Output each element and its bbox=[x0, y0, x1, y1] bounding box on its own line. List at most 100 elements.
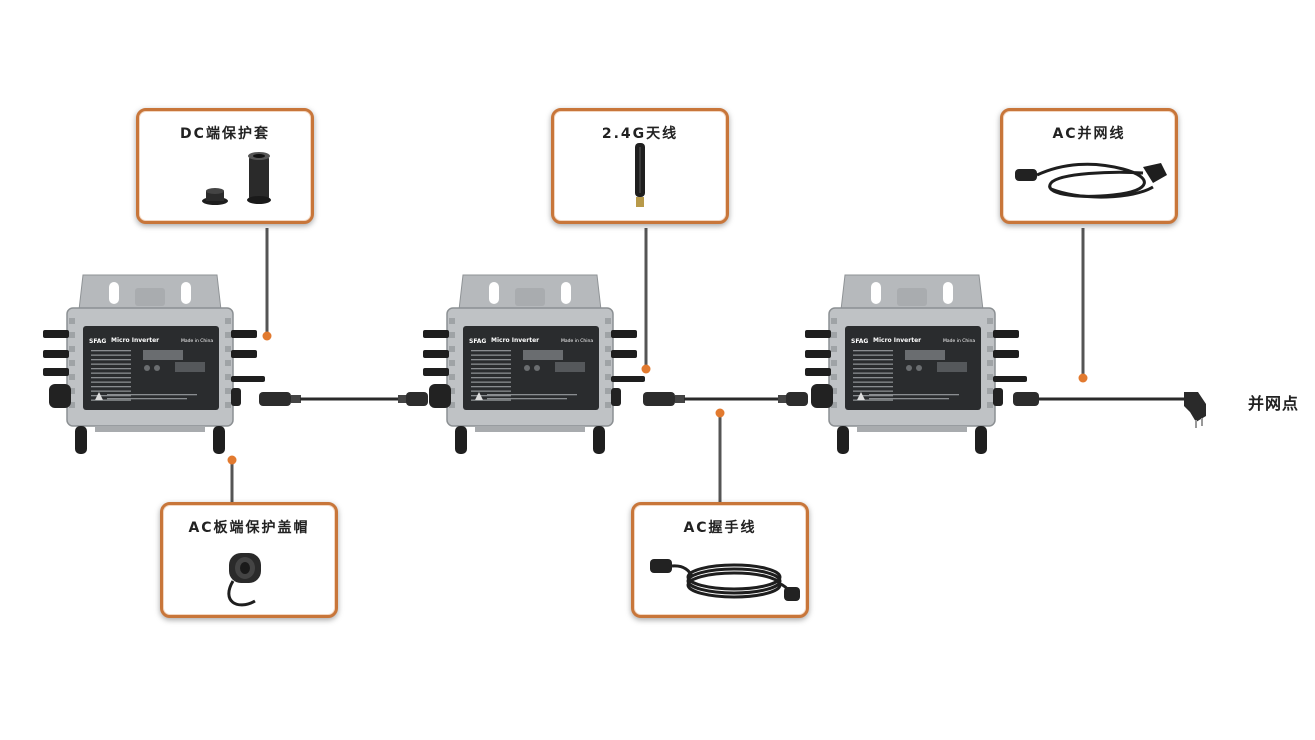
dc-connector bbox=[43, 330, 69, 338]
mounting-foot bbox=[593, 426, 605, 454]
heat-fin bbox=[225, 318, 231, 324]
heat-fin bbox=[449, 360, 455, 366]
spec-line bbox=[91, 377, 131, 379]
spec-line bbox=[853, 399, 893, 401]
spec-line bbox=[91, 372, 131, 374]
heat-fin bbox=[831, 374, 837, 380]
spec-line bbox=[853, 363, 893, 365]
spec-line bbox=[91, 395, 131, 397]
marker-dot-ac-cap bbox=[227, 455, 237, 465]
dc-connector bbox=[423, 350, 449, 358]
dc-connector bbox=[805, 330, 831, 338]
heat-fin bbox=[831, 318, 837, 324]
marker-dot-ac-grid-cable bbox=[1078, 373, 1088, 383]
spec-line bbox=[471, 390, 511, 392]
spec-line bbox=[487, 394, 577, 396]
cert-marks bbox=[523, 350, 563, 360]
heat-fin bbox=[987, 360, 993, 366]
brand-text: SFAG bbox=[851, 338, 868, 345]
dc-connector bbox=[805, 368, 831, 376]
ac-port-left bbox=[429, 384, 451, 408]
spec-line bbox=[471, 395, 511, 397]
spec-line bbox=[91, 399, 131, 401]
ac-port-right bbox=[231, 388, 241, 406]
warning-triangle-icon bbox=[475, 392, 483, 400]
ac-grid-cable-run bbox=[1013, 392, 1206, 428]
heat-fin bbox=[225, 360, 231, 366]
nameplate bbox=[83, 326, 219, 410]
spec-line bbox=[91, 386, 131, 388]
spec-line bbox=[107, 394, 197, 396]
base-rail bbox=[475, 426, 585, 432]
spec-line bbox=[869, 394, 959, 396]
heat-fin bbox=[987, 388, 993, 394]
dc-connector bbox=[611, 350, 637, 358]
heat-fin bbox=[605, 402, 611, 408]
base-rail bbox=[857, 426, 967, 432]
spec-line bbox=[471, 386, 511, 388]
bracket-tab bbox=[515, 288, 545, 306]
heat-fin bbox=[449, 332, 455, 338]
warning-triangle-icon bbox=[857, 392, 865, 400]
bracket-tab bbox=[135, 288, 165, 306]
nameplate bbox=[463, 326, 599, 410]
cert-circle bbox=[154, 365, 160, 371]
callout-label-ac-handshake: AC握手线 bbox=[683, 520, 757, 536]
dc-connector bbox=[423, 330, 449, 338]
dc-connector bbox=[993, 350, 1019, 358]
mounting-foot bbox=[213, 426, 225, 454]
spec-line bbox=[853, 354, 893, 356]
antenna-icon bbox=[635, 143, 645, 207]
ac-port-left bbox=[49, 384, 71, 408]
cert-circle bbox=[524, 365, 530, 371]
heat-fin bbox=[225, 402, 231, 408]
model-text: Micro Inverter bbox=[873, 337, 921, 344]
heat-fin bbox=[605, 318, 611, 324]
spec-line bbox=[107, 398, 187, 400]
base-rail bbox=[95, 426, 205, 432]
marker-dot-ac-handshake bbox=[715, 408, 725, 418]
heat-fin bbox=[605, 346, 611, 352]
ac-handshake-cable-icon bbox=[650, 559, 800, 601]
ac-port-left bbox=[811, 384, 833, 408]
callout-ac-cap: AC板端保护盖帽 bbox=[160, 502, 338, 618]
spec-line bbox=[471, 399, 511, 401]
callout-label-antenna: 2.4G天线 bbox=[601, 126, 679, 142]
heat-fin bbox=[69, 332, 75, 338]
warning-block bbox=[175, 362, 205, 372]
warning-triangle-icon bbox=[95, 392, 103, 400]
spec-line bbox=[471, 372, 511, 374]
dc-connector bbox=[993, 330, 1019, 338]
dc-connector bbox=[231, 350, 257, 358]
bracket-slot bbox=[109, 282, 119, 304]
callout-label-dc-protect: DC端保护套 bbox=[180, 126, 270, 142]
heat-fin bbox=[69, 318, 75, 324]
dc-connector bbox=[43, 350, 69, 358]
spec-line bbox=[471, 359, 511, 361]
spec-line bbox=[853, 395, 893, 397]
bracket-tab bbox=[897, 288, 927, 306]
mounting-foot bbox=[455, 426, 467, 454]
cert-circle bbox=[534, 365, 540, 371]
nameplate bbox=[845, 326, 981, 410]
warning-block bbox=[555, 362, 585, 372]
heat-fin bbox=[449, 402, 455, 408]
heat-fin bbox=[449, 346, 455, 352]
spec-line bbox=[853, 386, 893, 388]
marker-dot-antenna bbox=[641, 364, 651, 374]
spec-line bbox=[471, 381, 511, 383]
spec-line bbox=[91, 350, 131, 352]
antenna-port bbox=[611, 376, 645, 382]
marker-dot-dc-protect bbox=[262, 331, 272, 341]
callout-antenna: 2.4G天线 bbox=[551, 108, 729, 224]
mounting-foot bbox=[975, 426, 987, 454]
grid-point-label: 并网点 bbox=[1248, 394, 1300, 413]
callout-ac-handshake: AC握手线 bbox=[631, 502, 809, 618]
dc-connector bbox=[805, 350, 831, 358]
ac-port-right bbox=[993, 388, 1003, 406]
heat-fin bbox=[605, 374, 611, 380]
